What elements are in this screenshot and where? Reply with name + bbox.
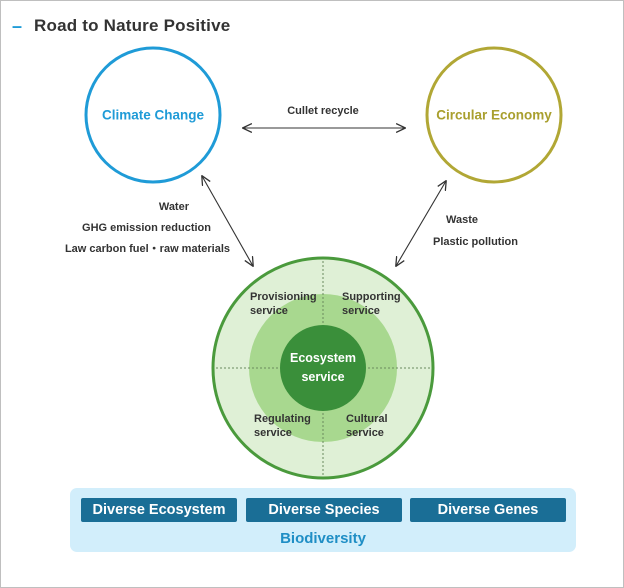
- water-label: Water: [159, 201, 190, 213]
- circular-economy-node: [425, 46, 563, 184]
- cullet-recycle-label: Cullet recycle: [287, 105, 359, 117]
- ghg-label: GHG emission reduction: [82, 222, 211, 234]
- diverse-species-badge: Diverse Species: [246, 498, 402, 522]
- regulating-line2: service: [254, 427, 292, 439]
- page-title: Road to Nature Positive: [34, 16, 231, 35]
- low-carbon-fuel-label: Law carbon fuel・raw materials: [65, 243, 230, 255]
- supporting-line1: Supporting: [342, 291, 401, 303]
- circular-economy-label: Circular Economy: [436, 108, 552, 123]
- biodiversity-label: Biodiversity: [280, 530, 366, 547]
- supporting-line2: service: [342, 305, 380, 317]
- waste-label: Waste: [446, 214, 478, 226]
- circular-ecosystem-arrow: [396, 181, 446, 266]
- heading: – Road to Nature Positive: [12, 16, 230, 36]
- ecosystem-center-line2: service: [301, 370, 344, 384]
- provisioning-line2: service: [250, 305, 288, 317]
- regulating-line1: Regulating: [254, 413, 311, 425]
- ecosystem-core: [280, 325, 366, 411]
- cultural-line1: Cultural: [346, 413, 388, 425]
- climate-change-node: [84, 46, 222, 184]
- provisioning-line1: Provisioning: [250, 291, 317, 303]
- cultural-line2: service: [346, 427, 384, 439]
- plastic-pollution-label: Plastic pollution: [433, 236, 518, 248]
- heading-dash: –: [12, 16, 23, 36]
- climate-ecosystem-arrow: [202, 176, 253, 266]
- diverse-ecosystem-badge: Diverse Ecosystem: [81, 498, 237, 522]
- biodiversity-panel: Diverse Ecosystem Diverse Species Divers…: [70, 488, 576, 552]
- ecosystem-center-line1: Ecosystem: [290, 351, 356, 365]
- diverse-genes-badge: Diverse Genes: [410, 498, 566, 522]
- climate-change-label: Climate Change: [102, 108, 205, 123]
